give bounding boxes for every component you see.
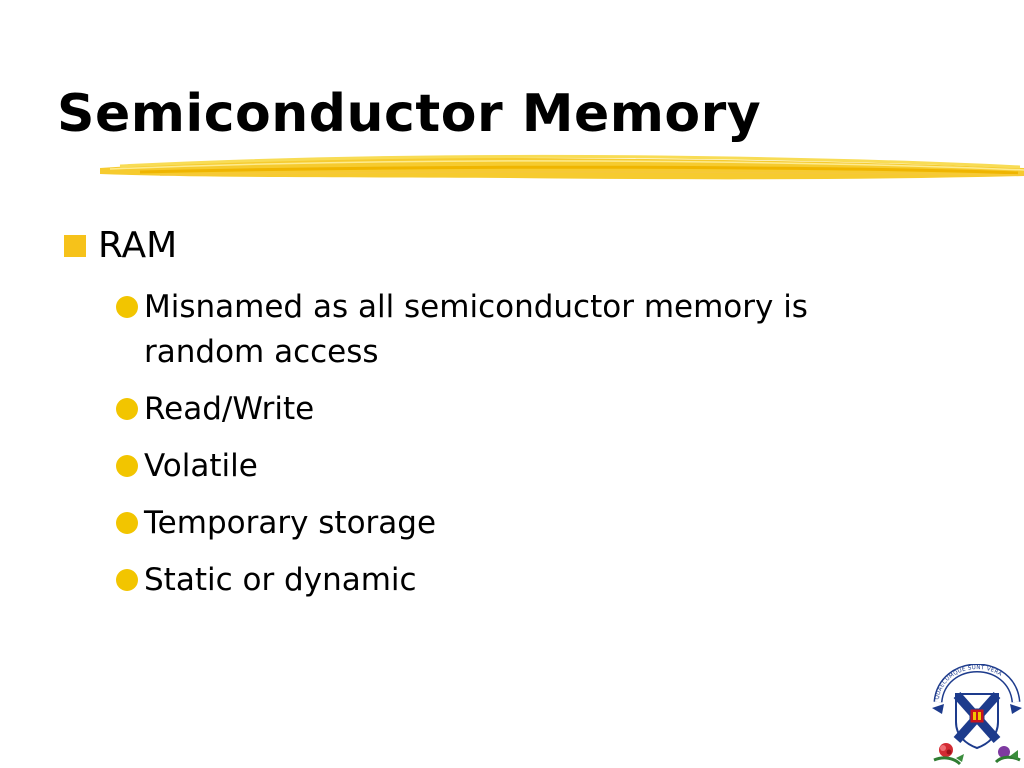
university-crest-icon: QUAECUMQUE SUNT VERA bbox=[932, 664, 1022, 766]
subitem-text: Read/Write bbox=[144, 391, 315, 427]
bullet-ram: RAM bbox=[64, 226, 177, 266]
circle-bullet-icon bbox=[116, 569, 138, 591]
subitem-text: Misnamed as all semiconductor memory is … bbox=[144, 289, 808, 370]
subitem-text: Static or dynamic bbox=[144, 562, 417, 598]
circle-bullet-icon bbox=[116, 296, 138, 318]
list-item: Static or dynamic bbox=[116, 558, 916, 603]
list-item: Volatile bbox=[116, 444, 916, 489]
list-item: Read/Write bbox=[116, 387, 916, 432]
title-underline-brush bbox=[100, 154, 1024, 180]
subitem-text: Volatile bbox=[144, 448, 258, 484]
ram-subitems-list: Misnamed as all semiconductor memory is … bbox=[116, 285, 916, 615]
circle-bullet-icon bbox=[116, 512, 138, 534]
circle-bullet-icon bbox=[116, 398, 138, 420]
slide-title: Semiconductor Memory bbox=[57, 84, 762, 144]
list-item: Misnamed as all semiconductor memory is … bbox=[116, 285, 916, 375]
square-bullet-icon bbox=[64, 235, 86, 257]
circle-bullet-icon bbox=[116, 455, 138, 477]
subitem-text: Temporary storage bbox=[144, 505, 437, 541]
crest-floral-base bbox=[933, 743, 1021, 766]
list-item: Temporary storage bbox=[116, 501, 916, 546]
bullet-ram-label: RAM bbox=[98, 225, 178, 266]
